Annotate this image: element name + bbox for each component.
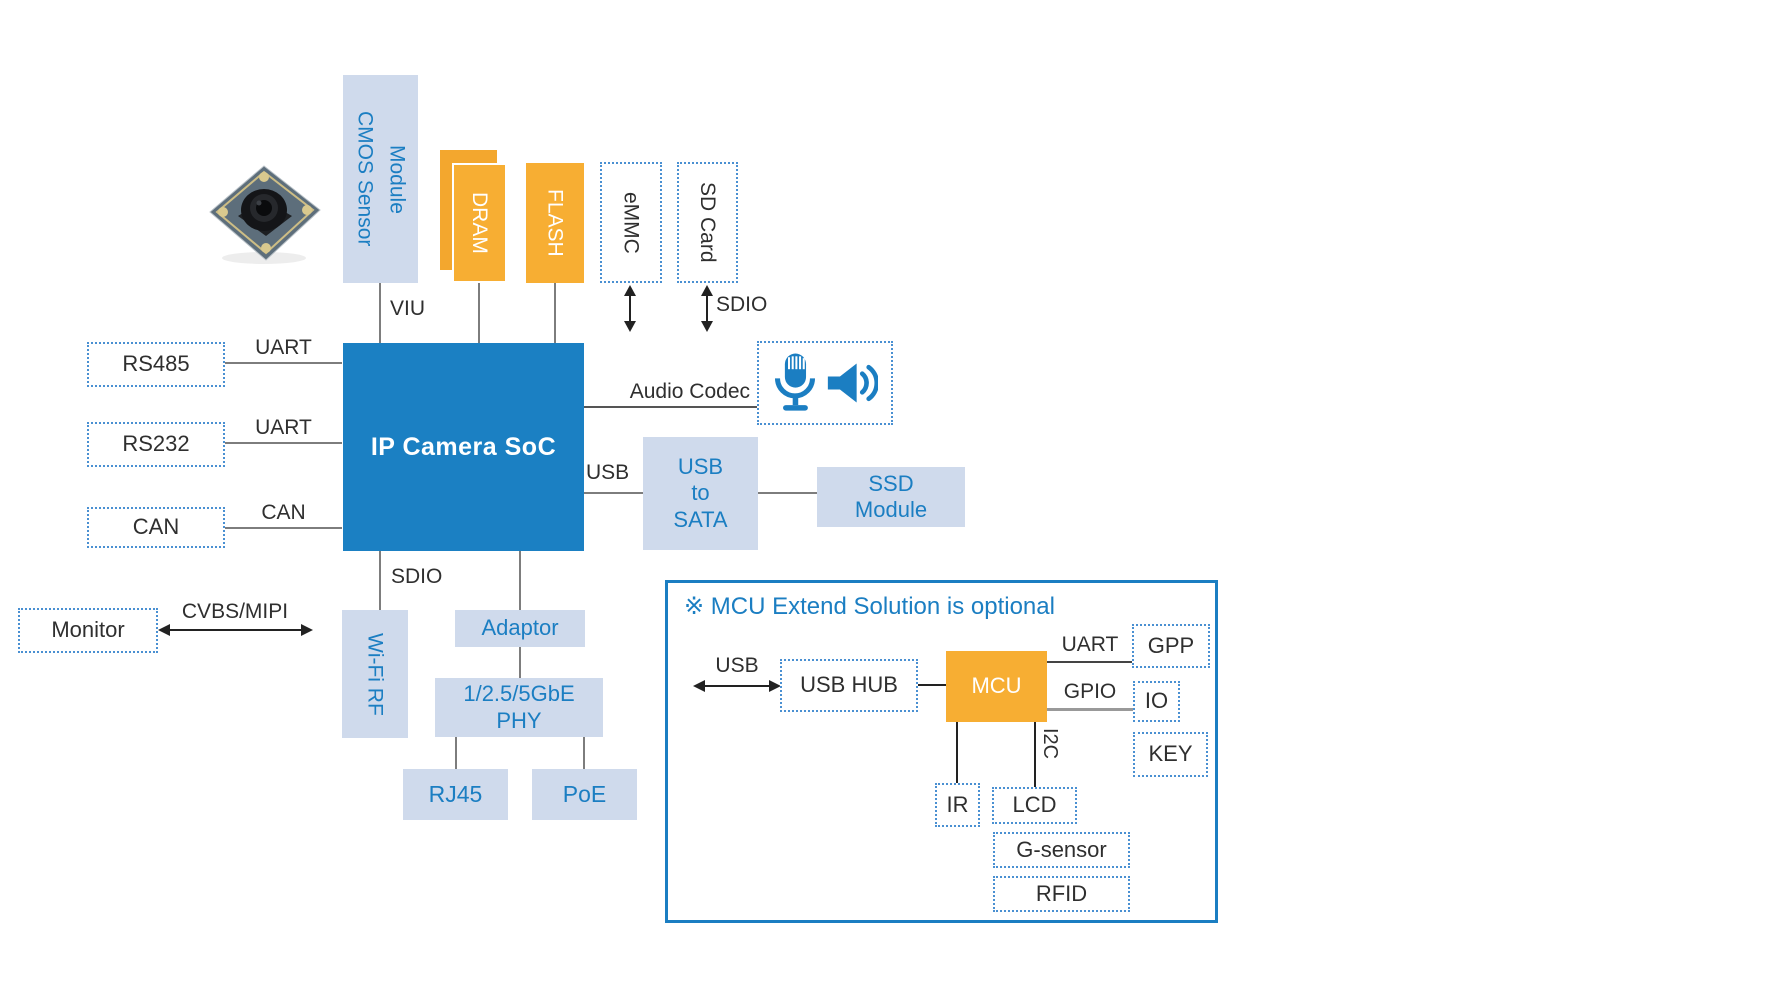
can-soc-line [225,527,342,529]
sd-card-box: SD Card [677,162,738,283]
dram-box: DRAM [452,163,507,283]
usb-to-sata-box: USB to SATA [643,437,758,550]
ip-camera-soc-box: IP Camera SoC [343,343,584,551]
phy-poe-line [583,737,585,769]
usb-hub-box: USB HUB [780,659,918,712]
gbe-phy-box: 1/2.5/5GbE PHY [435,678,603,737]
sdio-bottom-label: SDIO [391,565,443,588]
bidirectional-arrow-icon [623,285,637,332]
adaptor-box: Adaptor [455,610,585,647]
camera-module-photo [202,160,327,268]
rs485-soc-line [225,362,342,364]
usbsata-ssd-line [758,492,817,494]
rfid-box: RFID [993,876,1130,912]
uart-rs232-label: UART [255,416,312,439]
ssd-module-box: SSD Module [817,467,965,527]
phy-rj45-line [455,737,457,769]
rs485-box: RS485 [87,342,225,387]
gpp-box: GPP [1132,624,1210,668]
adaptor-phy-line [519,647,521,678]
rs232-box: RS232 [87,422,225,467]
can-bus-label: CAN [261,501,306,524]
io-box: IO [1133,681,1180,722]
soc-label: IP Camera SoC [370,433,557,461]
uart-rs485-label: UART [255,336,312,359]
rs232-soc-line [225,442,342,444]
monitor-box: Monitor [18,608,158,653]
audio-codec-line [584,406,757,408]
mcu-uart-label: UART [1061,633,1119,656]
rj45-box: RJ45 [403,769,508,820]
mcu-ir-line [956,722,958,783]
dram-soc-line [478,283,480,343]
bidirectional-arrow-icon [700,285,714,332]
soc-wifi-line [379,551,381,610]
speaker-icon [826,360,878,406]
ir-box: IR [935,783,980,827]
emmc-box: eMMC [600,162,662,283]
flash-soc-line [554,283,556,343]
sdio-top-label: SDIO [716,293,768,316]
flash-box: FLASH [526,163,584,283]
cmos-soc-line [379,283,381,343]
mcu-section-title: ※ MCU Extend Solution is optional [684,593,1055,620]
mcu-box: MCU [946,651,1047,722]
cvbs-mipi-label: CVBS/MIPI [181,600,289,623]
viu-label: VIU [390,297,426,320]
bidirectional-arrow-icon [693,679,781,693]
wifi-rf-box: Wi-Fi RF [342,610,408,738]
mcu-gpio-label: GPIO [1063,680,1117,703]
microphone-icon [772,350,818,416]
mcu-gpp-line [1047,661,1132,663]
g-sensor-box: G-sensor [993,832,1130,868]
soc-adaptor-line [519,551,521,610]
mcu-i2c-label: I2C [1039,728,1061,760]
audio-codec-box [757,341,893,425]
mcu-usb-label: USB [715,654,759,677]
audio-codec-label: Audio Codec [629,380,750,403]
soc-usbsata-line [584,492,643,494]
lcd-box: LCD [992,787,1077,824]
bidirectional-arrow-icon [158,623,313,637]
key-box: KEY [1133,732,1208,777]
mcu-io-line [1047,708,1133,711]
cmos-sensor-module-box: CMOS Sensor Module [343,75,418,283]
usb-label: USB [586,461,630,484]
mcu-lcd-line [1034,722,1036,787]
poe-box: PoE [532,769,637,820]
can-box: CAN [87,507,225,548]
usbhub-mcu-line [918,684,946,686]
